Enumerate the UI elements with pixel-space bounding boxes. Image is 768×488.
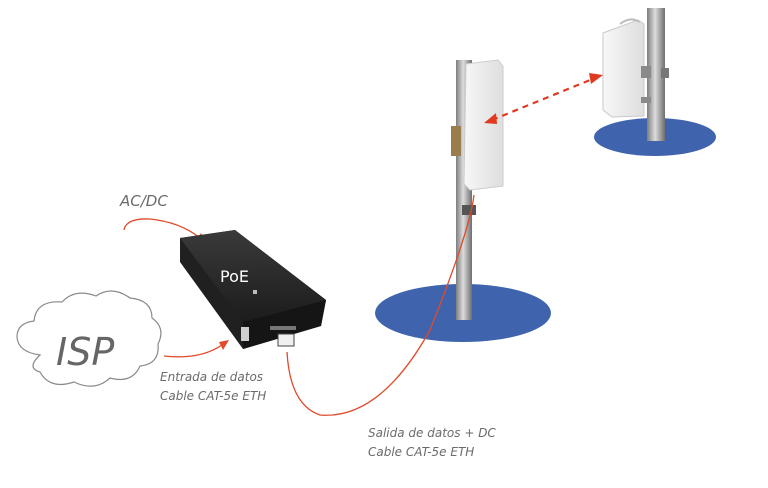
remote-pole-icon [647,8,665,141]
output-cable [286,194,475,416]
local-antenna-panel-icon [463,59,504,191]
isp-cable [163,344,223,358]
input-caption-line1: Entrada de datos [160,370,264,384]
acdc-label: AC/DC [120,192,168,210]
wireless-link-arrow [484,73,603,124]
rj45-port-icon [277,333,295,347]
input-caption-line2: Cable CAT-5e ETH [160,389,267,403]
output-caption-line2: Cable CAT-5e ETH [368,445,475,459]
input-caption: Entrada de datos Cable CAT-5e ETH [160,368,266,406]
local-antenna [375,59,551,342]
remote-antenna [594,8,716,156]
output-caption-line1: Salida de datos + DC [368,426,496,440]
acdc-cable [123,218,201,239]
poe-label: PoE [220,267,249,286]
remote-antenna-panel-icon [602,19,645,118]
poe-injector-icon [180,230,326,349]
isp-cloud-icon [16,290,162,387]
isp-label: ISP [56,330,115,374]
output-caption: Salida de datos + DC Cable CAT-5e ETH [368,424,496,462]
